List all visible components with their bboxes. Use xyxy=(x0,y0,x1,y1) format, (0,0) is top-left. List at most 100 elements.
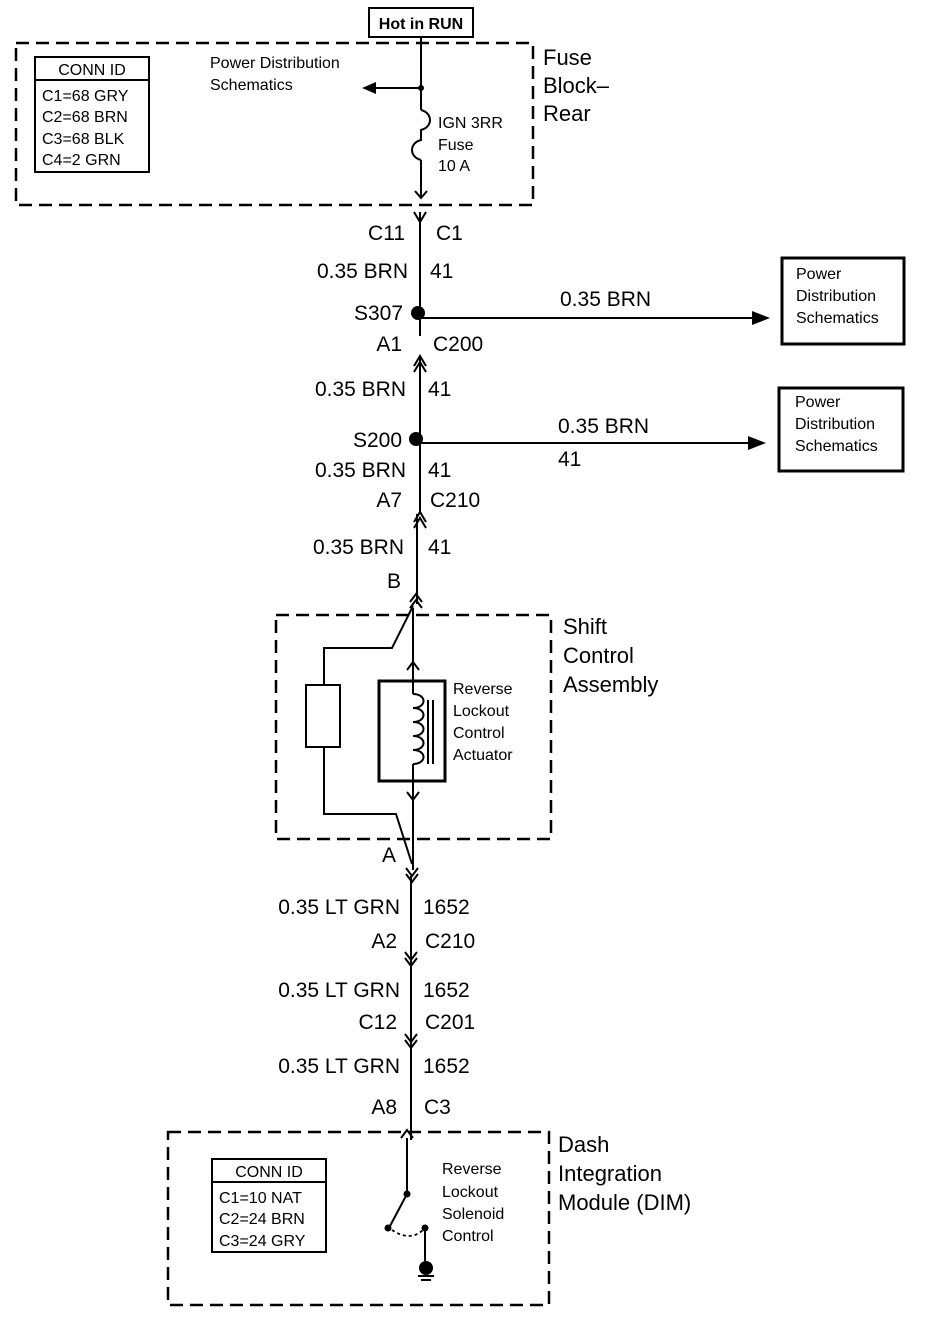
svg-text:Distribution: Distribution xyxy=(795,416,875,433)
circuit-number: 1652 xyxy=(423,1055,470,1078)
svg-text:C3: C3 xyxy=(424,1096,451,1119)
power-dist-box-2: Power Distribution Schematics xyxy=(777,386,905,473)
svg-text:Actuator: Actuator xyxy=(453,747,513,764)
wire-label: 0.35 LT GRN xyxy=(278,979,400,1002)
power-source: Hot in RUN xyxy=(368,7,474,38)
connector-c201: C12 C201 xyxy=(358,1011,475,1050)
svg-text:Lockout: Lockout xyxy=(442,1184,499,1201)
svg-text:C1: C1 xyxy=(436,222,463,245)
connector-chevron-icon xyxy=(404,1033,418,1044)
fuse-block-title-2: Block– xyxy=(543,73,610,98)
power-source-label: Hot in RUN xyxy=(379,16,463,33)
svg-text:Control: Control xyxy=(563,643,634,668)
svg-text:A8: A8 xyxy=(371,1096,397,1119)
fuse-block-rear: Fuse Block– Rear CONN ID C1=68 GRY C2=68… xyxy=(14,41,610,207)
svg-text:Module (DIM): Module (DIM) xyxy=(558,1190,691,1215)
svg-text:Integration: Integration xyxy=(558,1161,662,1186)
svg-text:Reverse: Reverse xyxy=(442,1161,502,1178)
connector-c210-top: A7 C210 xyxy=(376,489,480,529)
shift-control-outline xyxy=(274,613,553,841)
dim-outline xyxy=(166,1130,551,1307)
fuse-block-title-3: Rear xyxy=(543,101,591,126)
ground-icon xyxy=(419,1261,433,1275)
circuit-number: 41 xyxy=(428,536,451,559)
svg-text:C200: C200 xyxy=(433,333,483,356)
conn-id-row: C1=68 GRY xyxy=(42,88,129,105)
svg-text:Lockout: Lockout xyxy=(453,703,510,720)
svg-text:Dash: Dash xyxy=(558,1132,609,1157)
svg-text:Control: Control xyxy=(442,1228,494,1245)
conn-id-header: CONN ID xyxy=(58,62,126,79)
svg-text:C201: C201 xyxy=(425,1011,475,1034)
wire-label: 0.35 LT GRN xyxy=(278,896,400,919)
arrow-right-icon xyxy=(752,311,770,325)
connector-chevron-icon xyxy=(400,1128,414,1139)
svg-text:S307: S307 xyxy=(354,302,403,325)
connector-chevron-icon xyxy=(413,354,427,367)
svg-text:Power: Power xyxy=(795,394,841,411)
connector-c210-bottom: A2 C210 xyxy=(371,930,475,968)
conn-id-row: C2=68 BRN xyxy=(42,109,128,126)
resistor-icon xyxy=(305,684,341,748)
svg-text:Schematics: Schematics xyxy=(795,438,878,455)
conn-id-header: CONN ID xyxy=(235,1164,303,1181)
wire-label: 0.35 BRN xyxy=(315,378,406,401)
fuse-label-2: Fuse xyxy=(438,137,474,154)
svg-text:Solenoid: Solenoid xyxy=(442,1206,504,1223)
fuse-label-1: IGN 3RR xyxy=(438,115,503,132)
power-dist-ref-1: Power Distribution xyxy=(210,55,340,72)
fuse-label-3: 10 A xyxy=(438,158,470,175)
dash-integration-module: Dash Integration Module (DIM) CONN ID C1… xyxy=(166,1130,691,1307)
circuit-number: 1652 xyxy=(423,979,470,1002)
connector-c1: C11 C1 xyxy=(368,211,463,245)
wire-label: 0.35 LT GRN xyxy=(278,1055,400,1078)
connector-chevron-icon xyxy=(404,951,418,962)
conn-id-row: C3=24 GRY xyxy=(219,1233,306,1250)
coil-icon xyxy=(412,693,425,765)
svg-text:C11: C11 xyxy=(368,222,405,245)
svg-text:A7: A7 xyxy=(376,489,402,512)
svg-text:Assembly: Assembly xyxy=(563,672,658,697)
dim-conn-id-table: CONN ID C1=10 NAT C2=24 BRN C3=24 GRY xyxy=(211,1158,327,1253)
svg-text:Control: Control xyxy=(453,725,505,742)
svg-text:Power: Power xyxy=(796,266,842,283)
connector-a-label: A xyxy=(382,844,396,867)
fuse-icon xyxy=(411,109,431,161)
connector-c200: A1 C200 xyxy=(376,333,483,373)
conn-id-row: C3=68 BLK xyxy=(42,131,125,148)
wire-label: 0.35 BRN xyxy=(313,536,404,559)
branch-circuit-number: 41 xyxy=(558,448,581,471)
svg-text:C210: C210 xyxy=(430,489,480,512)
svg-text:A1: A1 xyxy=(376,333,402,356)
svg-text:Shift: Shift xyxy=(563,614,607,639)
arrow-left-icon xyxy=(362,82,376,94)
svg-text:C210: C210 xyxy=(425,930,475,953)
conn-id-row: C4=2 GRN xyxy=(42,152,121,169)
connector-c3: A8 C3 xyxy=(371,1096,451,1139)
svg-text:Distribution: Distribution xyxy=(796,288,876,305)
arrow-right-icon xyxy=(748,436,766,450)
wire-label: 0.35 BRN xyxy=(315,459,406,482)
branch-wire-label: 0.35 BRN xyxy=(558,415,649,438)
svg-text:Reverse: Reverse xyxy=(453,681,513,698)
power-dist-ref-2: Schematics xyxy=(210,77,293,94)
circuit-number: 1652 xyxy=(423,896,470,919)
power-dist-box-1: Power Distribution Schematics xyxy=(780,256,906,346)
branch-wire-label: 0.35 BRN xyxy=(560,288,651,311)
splice-s200: S200 0.35 BRN 41 xyxy=(353,415,766,471)
conn-id-row: C2=24 BRN xyxy=(219,1211,305,1228)
splice-dot-icon xyxy=(411,306,425,320)
svg-text:S200: S200 xyxy=(353,429,402,452)
circuit-number: 41 xyxy=(428,378,451,401)
circuit-number: 41 xyxy=(428,459,451,482)
arrow-down-icon xyxy=(414,190,428,200)
circuit-number: 41 xyxy=(430,260,453,283)
conn-id-row: C1=10 NAT xyxy=(219,1190,302,1207)
connector-chevron-icon xyxy=(409,592,423,603)
svg-text:C12: C12 xyxy=(358,1011,397,1034)
fuse-block-title-1: Fuse xyxy=(543,45,592,70)
svg-text:A2: A2 xyxy=(371,930,397,953)
svg-text:Schematics: Schematics xyxy=(796,310,879,327)
shift-control-assembly: B Shift Control Assembly Reverse Lockout… xyxy=(274,570,658,884)
